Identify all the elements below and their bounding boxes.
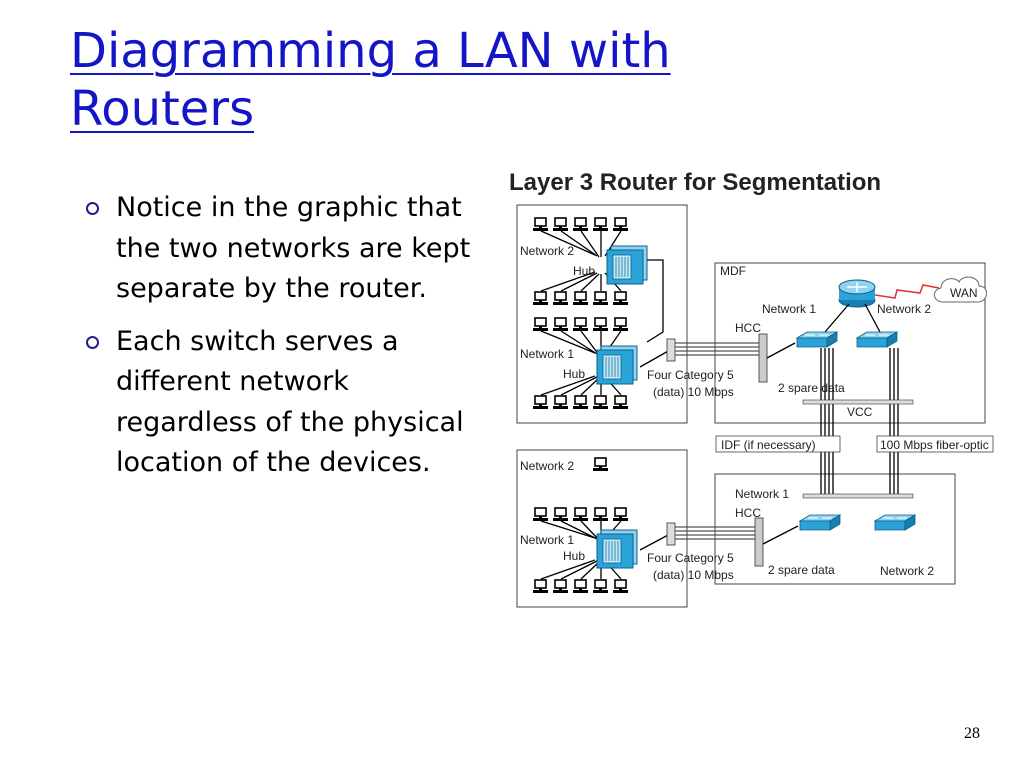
label-mdf-hcc: HCC — [735, 321, 761, 335]
bullet-list: Notice in the graphic that the two netwo… — [80, 188, 480, 496]
bullet-circle-icon — [86, 335, 99, 349]
label-idf-hcc: HCC — [735, 506, 761, 520]
label-network2-top: Network 2 — [520, 244, 574, 258]
label-cat5-top-line2: (data) 10 Mbps — [653, 385, 734, 399]
label-wan: WAN — [950, 286, 978, 300]
label-cat5-bottom-line2: (data) 10 Mbps — [653, 568, 734, 582]
slide-title: Diagramming a LAN with Routers — [70, 23, 671, 137]
label-spare-bottom: 2 spare data — [768, 563, 835, 577]
hub-icon — [606, 245, 648, 285]
label-network2-bottom: Network 2 — [520, 459, 574, 473]
label-idf-network1: Network 1 — [735, 487, 789, 501]
bullet-item: Notice in the graphic that the two netwo… — [80, 188, 480, 310]
bullet-text: Each switch serves a different network r… — [116, 325, 464, 479]
diagram-title: Layer 3 Router for Segmentation — [509, 169, 881, 196]
label-hub-top: Hub — [573, 264, 595, 278]
patch-panel-icon — [666, 338, 676, 362]
top-room-box — [516, 204, 688, 424]
vcc-bar — [802, 399, 914, 405]
switch-icon — [856, 331, 898, 348]
router-icon — [838, 279, 876, 308]
switch-icon — [874, 514, 916, 531]
label-vcc: VCC — [847, 405, 873, 419]
label-spare-top: 2 spare data — [778, 381, 845, 395]
bullet-circle-icon — [86, 202, 99, 215]
switch-icon — [796, 331, 838, 348]
label-hub-top2: Hub — [563, 367, 585, 381]
page-number: 28 — [964, 725, 980, 742]
label-mdf: MDF — [720, 264, 746, 278]
label-fiber: 100 Mbps fiber-optic — [880, 438, 989, 452]
label-idf-network2: Network 2 — [880, 564, 934, 578]
patch-panel-icon — [666, 522, 676, 546]
label-mdf-network1: Network 1 — [762, 302, 816, 316]
label-idf: IDF (if necessary) — [721, 438, 816, 452]
bullet-text: Notice in the graphic that the two netwo… — [116, 192, 471, 304]
wan-link — [874, 284, 940, 299]
bullet-item: Each switch serves a different network r… — [80, 322, 480, 484]
switch-icon — [799, 514, 841, 531]
network-diagram: Layer 3 Router for Segmentation Network … — [509, 169, 994, 608]
patch-panel-icon — [758, 333, 768, 383]
label-mdf-network2: Network 2 — [877, 302, 931, 316]
wan-cloud-icon: WAN — [934, 276, 987, 303]
workstation-icon — [592, 457, 609, 472]
label-hub-bottom: Hub — [563, 549, 585, 563]
label-cat5-top-line1: Four Category 5 — [647, 368, 734, 382]
label-network1-bottom: Network 1 — [520, 533, 574, 547]
patch-panel-icon — [754, 517, 764, 567]
label-network1-top: Network 1 — [520, 347, 574, 361]
hub-icon — [596, 345, 638, 385]
label-cat5-bottom-line1: Four Category 5 — [647, 551, 734, 565]
hub-icon — [596, 529, 638, 569]
